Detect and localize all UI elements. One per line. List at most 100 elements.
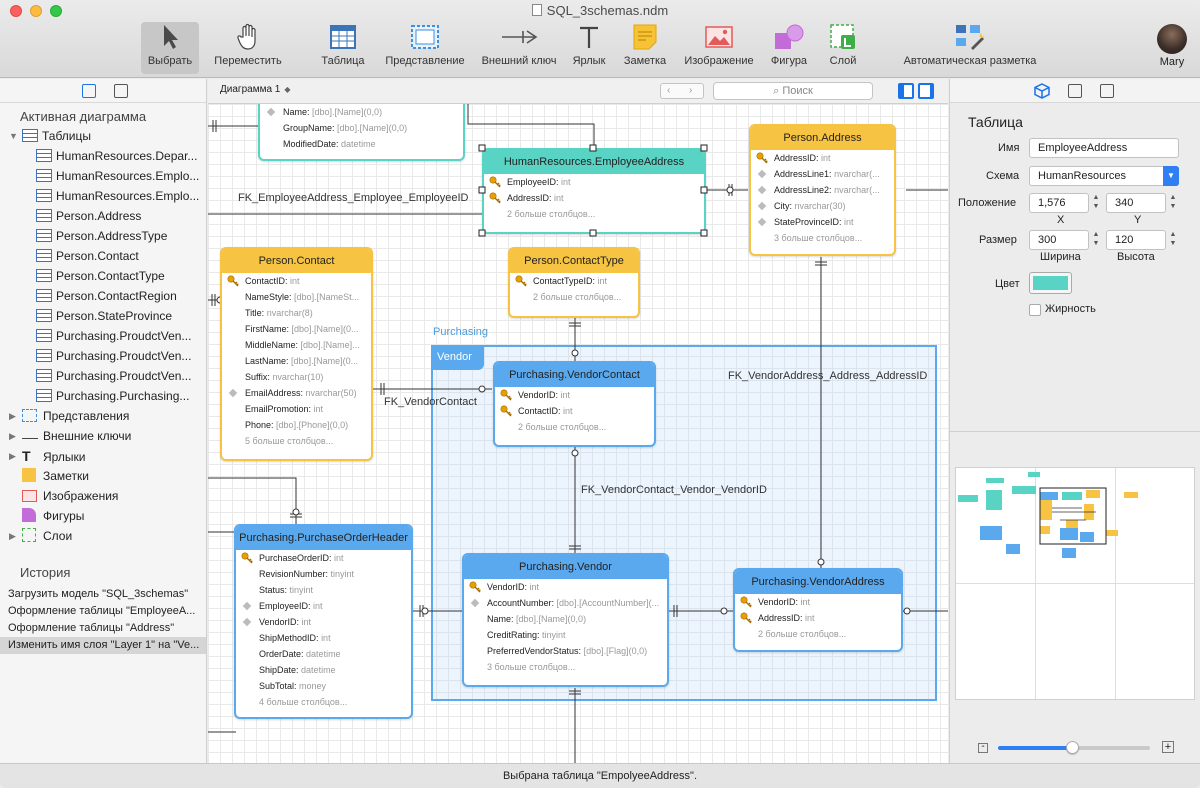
table-header[interactable]: Purchasing.Vendor — [464, 555, 667, 579]
table-column[interactable]: EmployeeID: int — [484, 174, 704, 190]
table-column[interactable]: MiddleName: [dbo].[Name]... — [222, 337, 371, 353]
cube-icon[interactable] — [1034, 83, 1050, 99]
search-field[interactable]: ⌕ Поиск — [713, 82, 873, 100]
table-column[interactable]: RevisionNumber: tinyint — [236, 566, 411, 582]
fk-label-vendor-address[interactable]: FK_VendorAddress_Address_AddressID — [728, 370, 928, 382]
width-field[interactable]: 300 — [1029, 230, 1089, 250]
table-header[interactable]: HumanResources.EmployeeAddress — [484, 150, 704, 174]
disclosure-closed-icon[interactable]: ▶ — [9, 411, 16, 421]
zoom-window-button[interactable] — [50, 5, 62, 17]
table-column[interactable]: ContactTypeID: int — [510, 273, 638, 289]
selection-handles[interactable] — [208, 104, 948, 763]
minimize-window-button[interactable] — [30, 5, 42, 17]
close-window-button[interactable] — [10, 5, 22, 17]
table-column[interactable]: AddressID: int — [484, 190, 704, 206]
minimap[interactable] — [955, 467, 1195, 700]
table-column[interactable]: LastName: [dbo].[Name](0... — [222, 353, 371, 369]
more-columns-link[interactable]: 4 больше столбцов... — [259, 697, 348, 707]
tree-group-item[interactable]: ▶Внешние ключи — [0, 426, 206, 446]
position-x-field[interactable]: 1,576 — [1029, 193, 1089, 213]
height-field[interactable]: 120 — [1106, 230, 1166, 250]
table-header[interactable]: Person.Address — [751, 126, 894, 150]
tree-group-item[interactable]: ▶Слои — [0, 526, 206, 546]
table-column[interactable]: VendorID: int — [464, 579, 667, 595]
fk-label-vendorcontact-vendor[interactable]: FK_VendorContact_Vendor_VendorID — [581, 484, 767, 496]
fk-label-employee-address[interactable]: FK_EmployeeAddress_Employee_EmployeeID — [238, 192, 469, 204]
table-header[interactable]: Purchasing.VendorAddress — [735, 570, 901, 594]
table-column[interactable]: PurchaseOrderID: int — [236, 550, 411, 566]
more-columns-link[interactable]: 2 больше столбцов... — [533, 292, 622, 302]
table-column[interactable]: CreditRating: tinyint — [464, 627, 667, 643]
table-column[interactable]: VendorID: int — [495, 387, 654, 403]
layer-tool-button[interactable]: Слой — [823, 22, 863, 74]
view-tool-button[interactable]: Представление — [382, 22, 468, 74]
position-y-stepper[interactable]: ▲▼ — [1169, 194, 1177, 210]
table-column[interactable]: ModifiedDate: datetime — [260, 136, 463, 152]
table-column[interactable]: Status: tinyint — [236, 582, 411, 598]
history-item[interactable]: Загрузить модель "SQL_3schemas" — [8, 588, 189, 600]
table-column[interactable]: FirstName: [dbo].[Name](0... — [222, 321, 371, 337]
label-tool-button[interactable]: Ярлык — [569, 22, 609, 74]
table-column[interactable]: Phone: [dbo].[Phone](0,0) — [222, 417, 371, 433]
view-toggle-right[interactable] — [918, 83, 934, 99]
image-tool-button[interactable]: Изображение — [681, 22, 757, 74]
forward-arrow-icon[interactable]: › — [689, 85, 693, 96]
shape-tool-button[interactable]: Фигура — [766, 22, 812, 74]
table-header[interactable]: Purchasing.PurchaseOrderHeader — [236, 526, 411, 550]
tree-tables-group[interactable]: ▼Таблицы — [0, 126, 206, 146]
auto-layout-button[interactable]: Автоматическая разметка — [897, 22, 1043, 74]
table-column[interactable]: AddressID: int — [751, 150, 894, 166]
diagram-list-tab-icon[interactable] — [114, 84, 128, 98]
move-tool-button[interactable]: Переместить — [210, 22, 286, 74]
color-well[interactable] — [1029, 272, 1072, 294]
diagram-selector[interactable]: Диаграмма 1◆ — [220, 84, 291, 95]
back-arrow-icon[interactable]: ‹ — [667, 85, 671, 96]
zoom-slider-knob[interactable] — [1066, 741, 1079, 754]
tree-group-item[interactable]: ▶Представления — [0, 406, 206, 426]
table-column[interactable]: EmployeeID: int — [236, 598, 411, 614]
tree-table-item[interactable]: Person.StateProvince — [0, 306, 206, 326]
table-column[interactable]: VendorID: int — [236, 614, 411, 630]
table-column[interactable]: OrderDate: datetime — [236, 646, 411, 662]
diagram-canvas[interactable]: Purchasing Vendor — [208, 104, 948, 763]
view-toggle-left[interactable] — [898, 83, 914, 99]
tree-table-item[interactable]: HumanResources.Emplo... — [0, 166, 206, 186]
disclosure-open-icon[interactable]: ▼ — [9, 131, 18, 141]
properties-tab-icon[interactable] — [1068, 84, 1082, 98]
table-column[interactable]: EmailPromotion: int — [222, 401, 371, 417]
table-top-partial[interactable]: Name: [dbo].[Name](0,0)GroupName: [dbo].… — [258, 104, 465, 161]
position-y-field[interactable]: 340 — [1106, 193, 1166, 213]
table-column[interactable]: AddressID: int — [735, 610, 901, 626]
tree-table-item[interactable]: Person.Contact — [0, 246, 206, 266]
table-name-field[interactable]: EmployeeAddress — [1029, 138, 1179, 158]
zoom-in-icon[interactable]: + — [1162, 741, 1174, 753]
table-column[interactable]: ContactID: int — [222, 273, 371, 289]
history-item[interactable]: Оформление таблицы "EmployeeA... — [8, 605, 196, 617]
table-column[interactable]: NameStyle: [dbo].[NameSt... — [222, 289, 371, 305]
tree-table-item[interactable]: Purchasing.Purchasing... — [0, 386, 206, 406]
history-item[interactable]: Изменить имя слоя "Layer 1" на "Ve... — [0, 637, 206, 654]
table-header[interactable]: Person.ContactType — [510, 249, 638, 273]
table-column[interactable]: StateProvinceID: int — [751, 214, 894, 230]
table-column[interactable]: ShipDate: datetime — [236, 662, 411, 678]
zoom-out-icon[interactable]: - — [978, 742, 988, 753]
tree-table-item[interactable]: Purchasing.ProudctVen... — [0, 366, 206, 386]
more-columns-link[interactable]: 2 больше столбцов... — [758, 629, 847, 639]
more-columns-link[interactable]: 3 больше столбцов... — [774, 233, 863, 243]
tree-table-item[interactable]: HumanResources.Depar... — [0, 146, 206, 166]
width-stepper[interactable]: ▲▼ — [1092, 231, 1100, 247]
table-column[interactable]: AddressLine2: nvarchar(... — [751, 182, 894, 198]
disclosure-closed-icon[interactable]: ▶ — [9, 431, 16, 441]
table-column[interactable]: PreferredVendorStatus: [dbo].[Flag](0,0) — [464, 643, 667, 659]
table-column[interactable]: AddressLine1: nvarchar(... — [751, 166, 894, 182]
table-column[interactable]: Name: [dbo].[Name](0,0) — [464, 611, 667, 627]
table-column[interactable]: GroupName: [dbo].[Name](0,0) — [260, 120, 463, 136]
